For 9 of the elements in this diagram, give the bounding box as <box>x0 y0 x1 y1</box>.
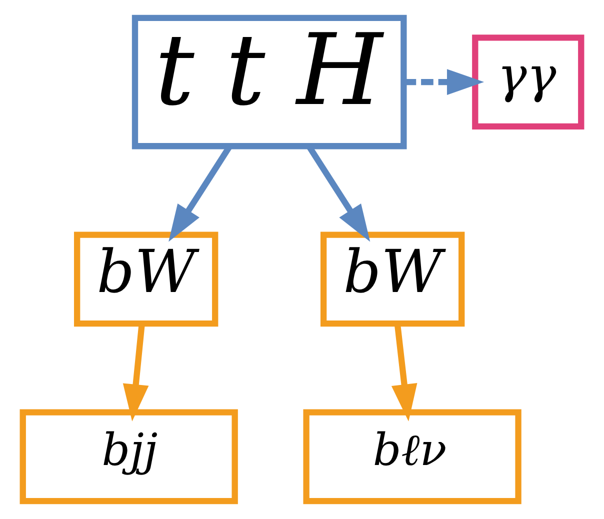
arrow <box>391 324 418 422</box>
node-box: t t H <box>132 14 407 150</box>
node-box: bW <box>74 232 218 327</box>
arrow <box>404 69 484 95</box>
node-box: γγ <box>472 34 584 130</box>
arrow <box>122 324 149 422</box>
node-box: bℓν <box>303 409 522 504</box>
node-box: bW <box>320 232 465 327</box>
node-box: bjj <box>20 409 238 504</box>
